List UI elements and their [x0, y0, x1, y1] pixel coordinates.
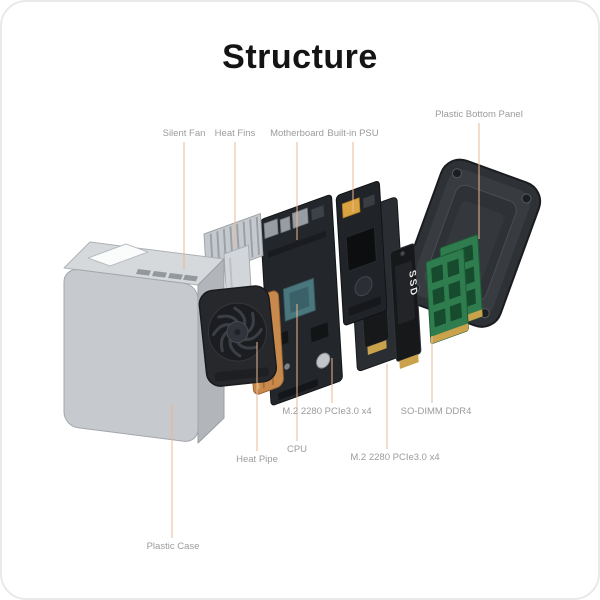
ssd-2-illustration: SSD [389, 243, 422, 369]
plastic-case-illustration [63, 241, 225, 444]
label-m2-ssd-lower: M.2 2280 PCIe3.0 x4 [350, 452, 440, 463]
case-vent-slot [136, 269, 151, 276]
label-so-dimm-ddr4: SO-DIMM DDR4 [400, 406, 472, 417]
label-cpu: CPU [286, 444, 308, 455]
io-port [291, 207, 309, 229]
so-dimm-front-illustration [425, 248, 469, 344]
psu-illustration [335, 180, 388, 326]
ssd-2-print: SSD [407, 269, 419, 299]
cmos-battery [316, 352, 331, 369]
io-port [263, 218, 279, 240]
io-port [279, 215, 291, 234]
label-built-in-psu: Built-in PSU [327, 128, 379, 139]
panel-screw-icon [521, 193, 532, 204]
psu-connector [341, 197, 361, 219]
label-plastic-case: Plastic Case [146, 541, 200, 552]
leader-lines [171, 123, 480, 538]
label-plastic-bottom-panel: Plastic Bottom Panel [435, 109, 523, 120]
panel-screw-icon [451, 168, 462, 179]
ssd-gold-contacts [399, 354, 419, 369]
label-heat-fins: Heat Fins [214, 128, 256, 139]
page-title: Structure [222, 38, 378, 76]
case-vent-slot [168, 273, 183, 280]
case-top-cutout [87, 243, 149, 267]
silent-fan-illustration [198, 285, 278, 387]
label-heat-pipe: Heat Pipe [236, 454, 278, 465]
case-vent-slot [183, 274, 198, 282]
ssd-gold-contacts [367, 340, 387, 355]
case-vent-slot [152, 271, 167, 278]
label-m2-ssd-upper: M.2 2280 PCIe3.0 x4 [282, 406, 372, 417]
label-silent-fan: Silent Fan [162, 128, 206, 139]
ram-gold-contacts [430, 323, 469, 344]
label-motherboard: Motherboard [270, 128, 324, 139]
